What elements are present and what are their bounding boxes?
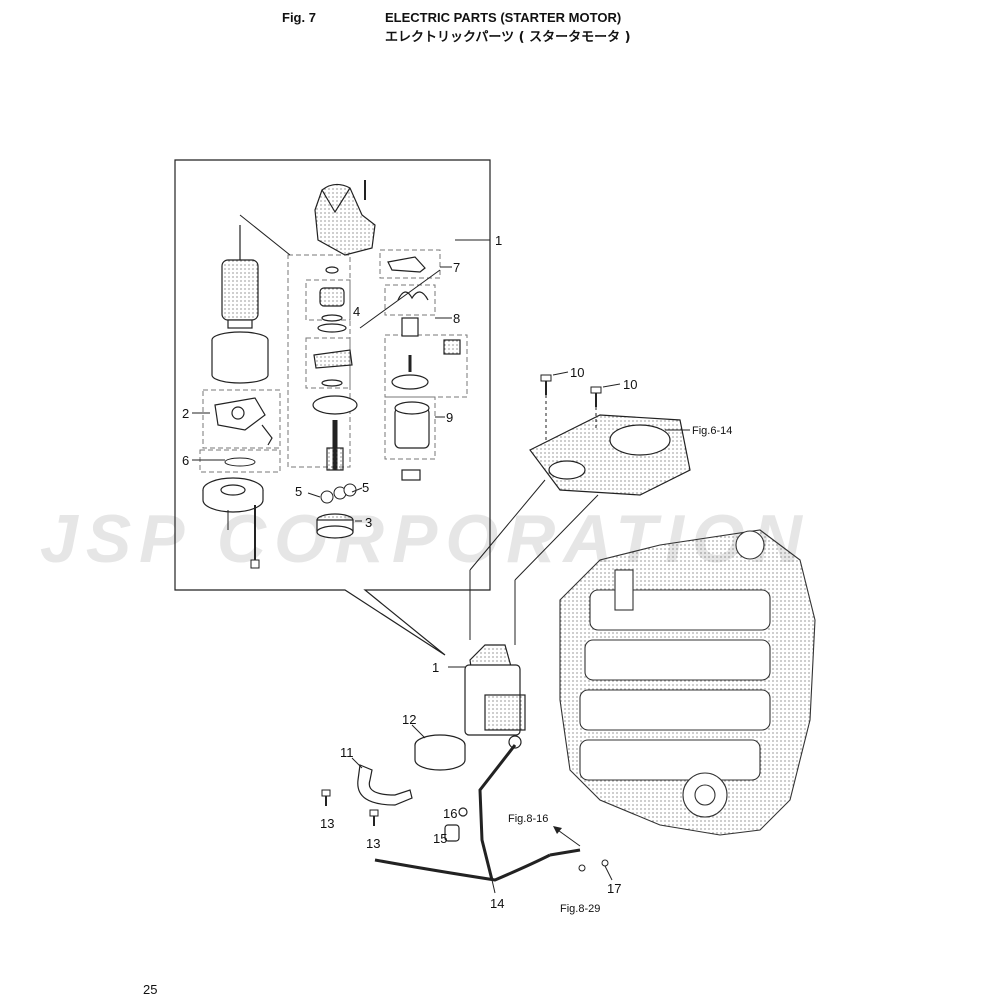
callout-17: 17 [607,881,621,896]
callout-15: 15 [433,831,447,846]
rear-cover-part [202,477,264,513]
callout-16: 16 [443,806,457,821]
callout-5: 5 [362,480,369,495]
engine-block [559,529,816,836]
bolt-13-parts [321,789,379,826]
pinion-gear-parts [312,266,358,471]
page-subtitle-japanese: エレクトリックパーツ ( スタータモータ ) [385,30,631,45]
callout-3: 3 [365,515,372,530]
band-part [414,734,466,771]
starter-motor-assembly [464,644,526,749]
callout-10: 10 [623,377,637,392]
callout-4: 4 [353,304,360,319]
callout-13: 13 [366,836,380,851]
arrow-head [553,826,562,834]
callout-9: 9 [446,410,453,425]
callout-1: 1 [495,233,502,248]
alignment-lines [469,479,599,645]
callout-11: 11 [340,745,354,760]
reference-fig-8-29: Fig.8-29 [560,903,600,915]
mounting-bracket-part [529,414,691,496]
callout-10: 10 [570,365,584,380]
bracket-part [357,764,413,806]
callout-14: 14 [490,896,504,911]
callout-5: 5 [295,484,302,499]
callout-leaders [192,239,490,522]
washer-part [224,457,256,467]
leader-line [351,757,363,769]
exploded-view-frame [174,159,491,656]
callout-12: 12 [402,712,416,727]
leader-line [491,879,496,894]
callout-6: 6 [182,453,189,468]
leader-line [411,724,426,739]
page-number: 25 [143,982,158,997]
armature-part [221,225,259,329]
callout-13: 13 [320,816,334,831]
callout-2: 2 [182,406,189,421]
reference-fig-6-14: Fig.6-14 [692,425,732,437]
callout-8: 8 [453,311,460,326]
reference-fig-8-16: Fig.8-16 [508,813,548,825]
through-bolt-part [250,505,260,569]
cap-part [444,807,468,842]
brush-holder-part [214,397,273,446]
battery-cable-part [374,744,581,882]
yoke-part [211,331,269,384]
callout-1: 1 [432,660,439,675]
leader-line [359,269,441,329]
callout-7: 7 [453,260,460,275]
leader-line [239,214,291,256]
bearing-parts [320,483,357,504]
nut-17-parts [578,859,609,872]
overrunning-clutch-part [316,513,354,539]
front-housing-part [314,183,376,256]
page-title: ELECTRIC PARTS (STARTER MOTOR) [385,10,622,25]
leader-line [604,865,613,881]
figure-number: Fig. 7 [282,10,316,25]
bolt-10-parts [540,371,621,440]
solenoid-parts [387,256,461,481]
